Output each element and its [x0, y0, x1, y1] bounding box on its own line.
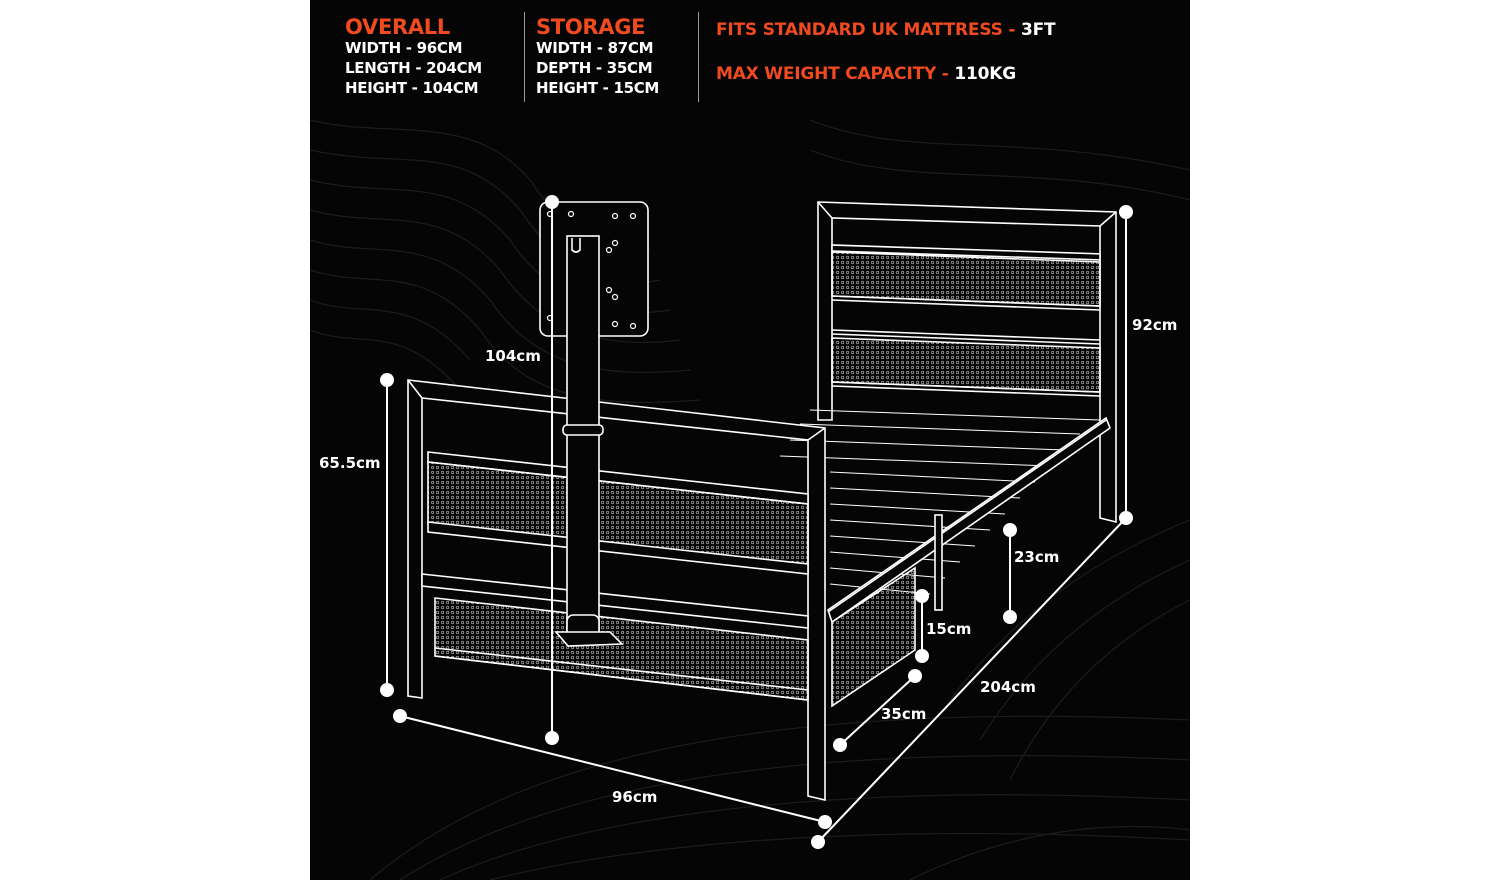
bed-line-drawing	[310, 119, 1190, 880]
callout-label: FITS STANDARD UK MATTRESS -	[716, 20, 1021, 40]
headboard	[817, 201, 1117, 524]
drawer-depth-label: 35cm	[881, 705, 927, 723]
side-rail	[827, 416, 1111, 708]
storage-spec-block: STORAGE WIDTH - 87CM DEPTH - 35CM HEIGHT…	[536, 16, 659, 98]
storage-width: WIDTH - 87CM	[536, 39, 654, 57]
overall-heading: OVERALL	[345, 15, 450, 39]
headboard-height-label: 92cm	[1132, 316, 1178, 334]
under-bed-clearance-label: 23cm	[1014, 548, 1060, 566]
bed-dimensions-infographic: OVERALL WIDTH - 96CM LENGTH - 204CM HEIG…	[310, 0, 1190, 880]
callout-value: 3FT	[1020, 20, 1056, 40]
length-label: 204cm	[980, 678, 1036, 696]
drawer-height-label: 15cm	[926, 620, 972, 638]
tv-mount-pole	[539, 201, 649, 647]
callout-label: MAX WEIGHT CAPACITY -	[716, 64, 955, 84]
width-label: 96cm	[612, 788, 658, 806]
storage-heading: STORAGE	[536, 15, 646, 39]
header-divider	[698, 12, 699, 102]
overall-height: HEIGHT - 104CM	[345, 79, 479, 97]
header-divider	[524, 12, 525, 102]
overall-length: LENGTH - 204CM	[345, 59, 482, 77]
weight-capacity-callout: MAX WEIGHT CAPACITY - 110KG	[716, 64, 1016, 84]
dimension-lines	[380, 195, 1133, 849]
footboard	[407, 379, 826, 802]
storage-depth: DEPTH - 35CM	[536, 59, 653, 77]
storage-height: HEIGHT - 15CM	[536, 79, 660, 97]
overall-width: WIDTH - 96CM	[345, 39, 463, 57]
callout-value: 110KG	[954, 64, 1016, 84]
contour-lines	[310, 119, 1190, 880]
post-height-label: 104cm	[485, 347, 541, 365]
overall-spec-block: OVERALL WIDTH - 96CM LENGTH - 204CM HEIG…	[345, 16, 482, 98]
mattress-size-callout: FITS STANDARD UK MATTRESS - 3FT	[716, 20, 1056, 40]
footboard-height-label: 65.5cm	[319, 454, 381, 472]
